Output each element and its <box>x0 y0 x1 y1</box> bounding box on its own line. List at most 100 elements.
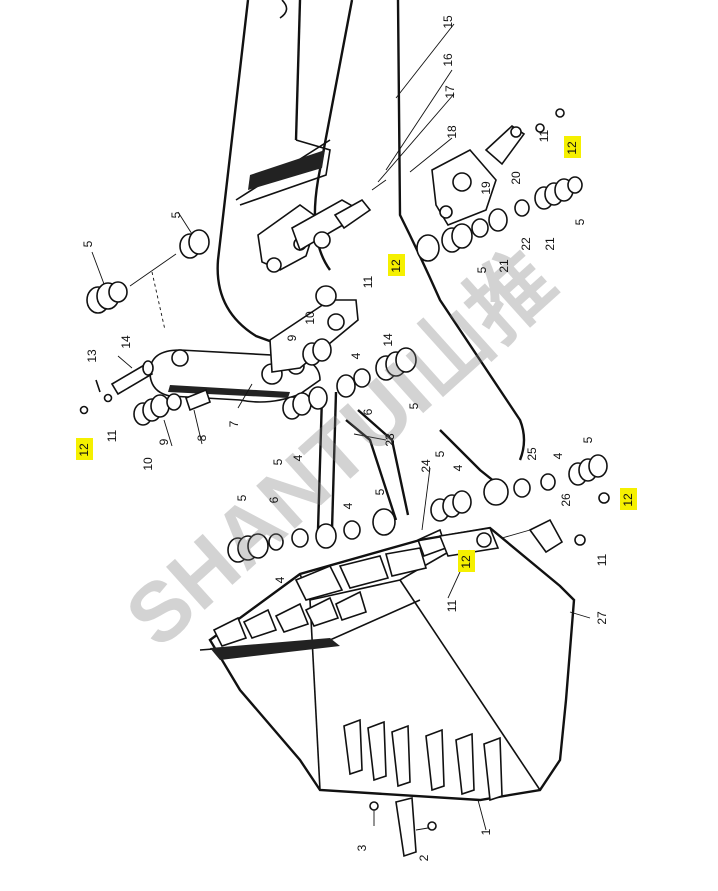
bucket-teeth <box>343 718 503 858</box>
callout-number: 11 <box>537 129 551 142</box>
callout-highlight <box>620 488 637 510</box>
callout-number: 4 <box>341 502 355 509</box>
callout-l14b: 14 <box>381 333 395 347</box>
callout-number: 11 <box>445 599 459 612</box>
callout-l5j: 5 <box>373 488 387 495</box>
arm-pivot-bracket <box>257 198 372 273</box>
callout-number: 25 <box>525 447 539 461</box>
callout-l17: 17 <box>443 85 457 99</box>
callout-l22: 22 <box>519 237 533 251</box>
callout-l5b: 5 <box>169 211 183 218</box>
callout-number: 11 <box>361 275 375 288</box>
callout-l3: 3 <box>355 844 369 851</box>
callout-l11b: 11 <box>361 275 375 288</box>
callout-number: 10 <box>303 311 317 325</box>
callout-number: 6 <box>267 496 281 503</box>
shim-stack-left <box>133 388 211 426</box>
watermark-text: SHANTUI山推 <box>108 232 573 664</box>
callout-l5i: 5 <box>235 494 249 501</box>
callout-l5a: 5 <box>573 218 587 225</box>
callout-l5c: 5 <box>81 240 95 247</box>
callout-l4f: 4 <box>341 502 355 509</box>
callout-l7: 7 <box>227 420 241 427</box>
callout-number: 5 <box>573 218 587 225</box>
callout-l5g: 5 <box>433 450 447 457</box>
callout-number: 12 <box>621 493 635 507</box>
callout-number: 9 <box>285 334 299 341</box>
callout-l20: 20 <box>509 171 523 185</box>
callout-l12b: 12 <box>388 254 405 276</box>
shim-stack-right <box>416 176 583 262</box>
callout-number: 21 <box>497 259 511 273</box>
callout-number: 12 <box>77 443 91 457</box>
pin-14-left <box>79 360 154 415</box>
callout-l10a: 10 <box>303 311 317 325</box>
callout-l2: 2 <box>417 854 431 861</box>
callout-number: 12 <box>389 259 403 273</box>
callout-number: 27 <box>595 611 609 625</box>
callout-number: 16 <box>441 53 455 67</box>
callout-number: 6 <box>361 408 375 415</box>
callout-number: 7 <box>227 420 241 427</box>
shim-stack-lower-left <box>227 490 472 563</box>
callout-l1: 1 <box>479 828 493 835</box>
callout-number: 4 <box>349 352 363 359</box>
callout-l4e: 4 <box>273 576 287 583</box>
bucket-link-7 <box>149 285 359 403</box>
callout-number: 20 <box>509 171 523 185</box>
callout-l18: 18 <box>445 125 459 139</box>
callout-highlight <box>388 254 405 276</box>
callout-number: 10 <box>141 457 155 471</box>
callout-l9b: 9 <box>157 438 171 445</box>
callout-number: 9 <box>157 438 171 445</box>
callout-l11c: 11 <box>105 429 119 442</box>
callout-l8: 8 <box>195 434 209 441</box>
callout-l12d: 12 <box>620 488 637 510</box>
callout-leaders <box>91 23 591 831</box>
callout-l25: 25 <box>525 447 539 461</box>
callout-l11a: 11 <box>537 129 551 142</box>
callout-number: 4 <box>551 452 565 459</box>
callout-number: 11 <box>105 429 119 442</box>
callout-number: 14 <box>381 333 395 347</box>
callout-l14a: 14 <box>119 335 133 349</box>
link-rod-23 <box>282 347 417 531</box>
callout-l6b: 6 <box>267 496 281 503</box>
callout-number: 5 <box>81 240 95 247</box>
callout-highlight <box>76 438 93 460</box>
callout-l5h: 5 <box>581 436 595 443</box>
callout-number: 5 <box>271 458 285 465</box>
callout-number: 5 <box>373 488 387 495</box>
callout-l5f: 5 <box>271 458 285 465</box>
callout-number: 23 <box>383 433 397 447</box>
callout-l23: 23 <box>383 433 397 447</box>
callout-highlight <box>458 550 475 572</box>
upper-link-assembly <box>371 108 565 226</box>
callout-number: 5 <box>475 266 489 273</box>
callout-number: 26 <box>559 493 573 507</box>
callout-l11d: 11 <box>595 553 609 566</box>
callout-number: 19 <box>479 181 493 195</box>
callout-number: 11 <box>595 553 609 566</box>
callout-number: 5 <box>169 211 183 218</box>
callout-number: 4 <box>291 454 305 461</box>
callout-l4b: 4 <box>291 454 305 461</box>
callout-l12c: 12 <box>76 438 93 460</box>
callout-l4a: 4 <box>349 352 363 359</box>
callout-l4c: 4 <box>451 464 465 471</box>
callout-l11e: 11 <box>445 599 459 612</box>
callout-l19: 19 <box>479 181 493 195</box>
callout-l9: 9 <box>285 334 299 341</box>
callout-l4d: 4 <box>551 452 565 459</box>
callout-number: 13 <box>85 349 99 363</box>
callout-number: 1 <box>479 828 493 835</box>
callout-number: 17 <box>443 85 457 99</box>
watermark: SHANTUI山推 <box>108 232 573 664</box>
callout-l10b: 10 <box>141 457 155 471</box>
callout-l5e: 5 <box>407 402 421 409</box>
callout-number: 12 <box>565 141 579 155</box>
bucket <box>199 526 576 802</box>
shim-stack-top-left <box>86 229 210 331</box>
